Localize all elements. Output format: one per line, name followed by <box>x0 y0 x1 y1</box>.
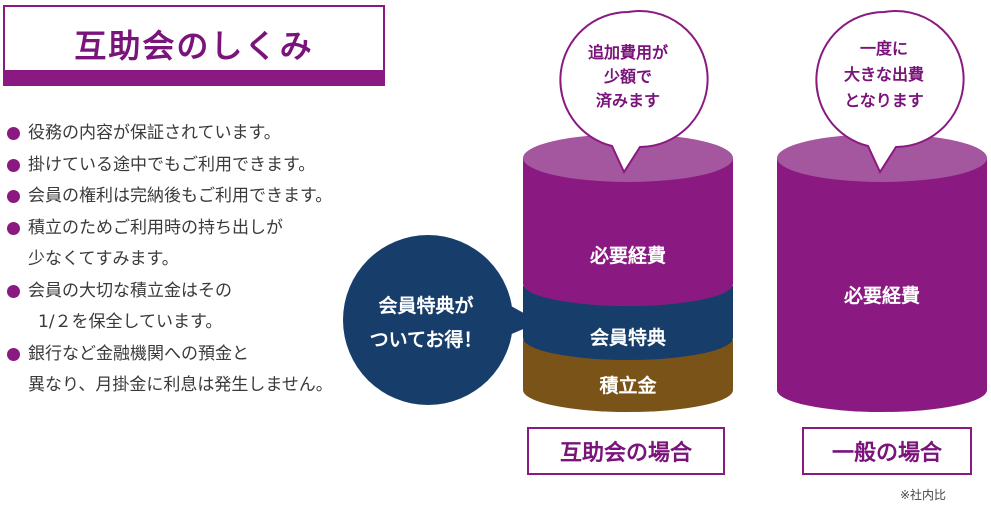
bullet-dot-icon <box>7 284 20 298</box>
label-text: 互助会の場合 <box>560 440 693 466</box>
bubble-text-line: ついてお得！ <box>370 328 483 351</box>
general-case-label: 一般の場合 <box>802 427 972 475</box>
cylinder-layer-benefit <box>523 286 733 360</box>
list-item-text: 役務の内容が保証されています。 <box>28 123 281 143</box>
list-item: 会員の大切な積立金はその 1/２を保全しています。 <box>6 276 406 339</box>
cylinder-layer-reserve <box>523 340 733 412</box>
list-item-text-continued: 異なり、月掛金に利息は発生しません。 <box>28 375 333 395</box>
label-box <box>527 427 725 475</box>
footnote: ※社内比 <box>900 488 947 502</box>
gojokai-case-label: 互助会の場合 <box>527 427 725 475</box>
bubble-text-line: 一度に <box>860 39 908 58</box>
page-title: 互助会のしくみ <box>74 27 314 65</box>
bubble-text-line: 少額で <box>603 67 652 86</box>
bullet-dot-icon <box>7 127 20 140</box>
list-item: 会員の権利は完納後もご利用できます。 <box>6 181 406 213</box>
list-item: 役務の内容が保証されています。 <box>6 118 406 150</box>
bubble-shape <box>559 10 709 175</box>
layer-label-expenses: 必要経費 <box>589 244 666 267</box>
cylinder-layer-expenses <box>777 158 987 412</box>
title-box: 互助会のしくみ <box>3 5 385 81</box>
list-item-text-continued: 1/２を保全しています。 <box>38 312 223 332</box>
bubble-text-line: 済みます <box>596 91 660 110</box>
list-item-text: 会員の大切な積立金はその <box>28 280 232 301</box>
benefit-speech-bubble: 会員特典が ついてお得！ <box>343 235 540 405</box>
general-speech-bubble: 一度に 大きな出費 となります <box>815 10 965 175</box>
list-item: 積立のためご利用時の持ち出しが 少なくてすみます。 <box>6 213 406 276</box>
cylinder-layer-expenses <box>523 158 733 306</box>
bullet-dot-icon <box>7 347 20 361</box>
list-item: 掛けている途中でもご利用できます。 <box>6 150 406 182</box>
bullet-dot-icon <box>7 190 20 203</box>
list-item-text: 掛けている途中でもご利用できます。 <box>28 154 316 175</box>
list-item-text: 銀行など金融機関への預金と <box>28 343 249 364</box>
bubble-shape <box>815 10 965 175</box>
bubble-text-line: 会員特典が <box>378 294 473 317</box>
bubble-text-line: 大きな出費 <box>844 65 924 84</box>
bubble-text-line: となります <box>844 91 924 110</box>
list-item: 銀行など金融機関への預金と 異なり、月掛金に利息は発生しません。 <box>6 339 406 402</box>
title-underline-bar <box>3 70 385 86</box>
gojokai-speech-bubble: 追加費用が 少額で 済みます <box>559 10 709 175</box>
bubble-tail <box>500 300 540 338</box>
layer-label-expenses: 必要経費 <box>843 284 920 307</box>
layer-label-reserve: 積立金 <box>599 374 657 397</box>
label-box <box>802 427 972 475</box>
benefit-list: 役務の内容が保証されています。 掛けている途中でもご利用できます。 会員の権利は… <box>6 118 406 402</box>
list-item-text: 会員の権利は完納後もご利用できます。 <box>28 186 333 206</box>
bubble-shape <box>343 235 513 405</box>
general-cylinder: 必要経費 <box>777 134 987 412</box>
list-item-text-continued: 少なくてすみます。 <box>28 249 179 269</box>
bubble-text-line: 追加費用が <box>588 43 668 62</box>
bullet-dot-icon <box>7 221 20 235</box>
bullet-dot-icon <box>7 158 20 172</box>
label-text: 一般の場合 <box>832 440 943 466</box>
gojokai-cylinder: 必要経費 会員特典 積立金 <box>523 134 733 412</box>
layer-label-benefit: 会員特典 <box>590 326 666 349</box>
list-item-text: 積立のためご利用時の持ち出しが <box>28 217 283 238</box>
